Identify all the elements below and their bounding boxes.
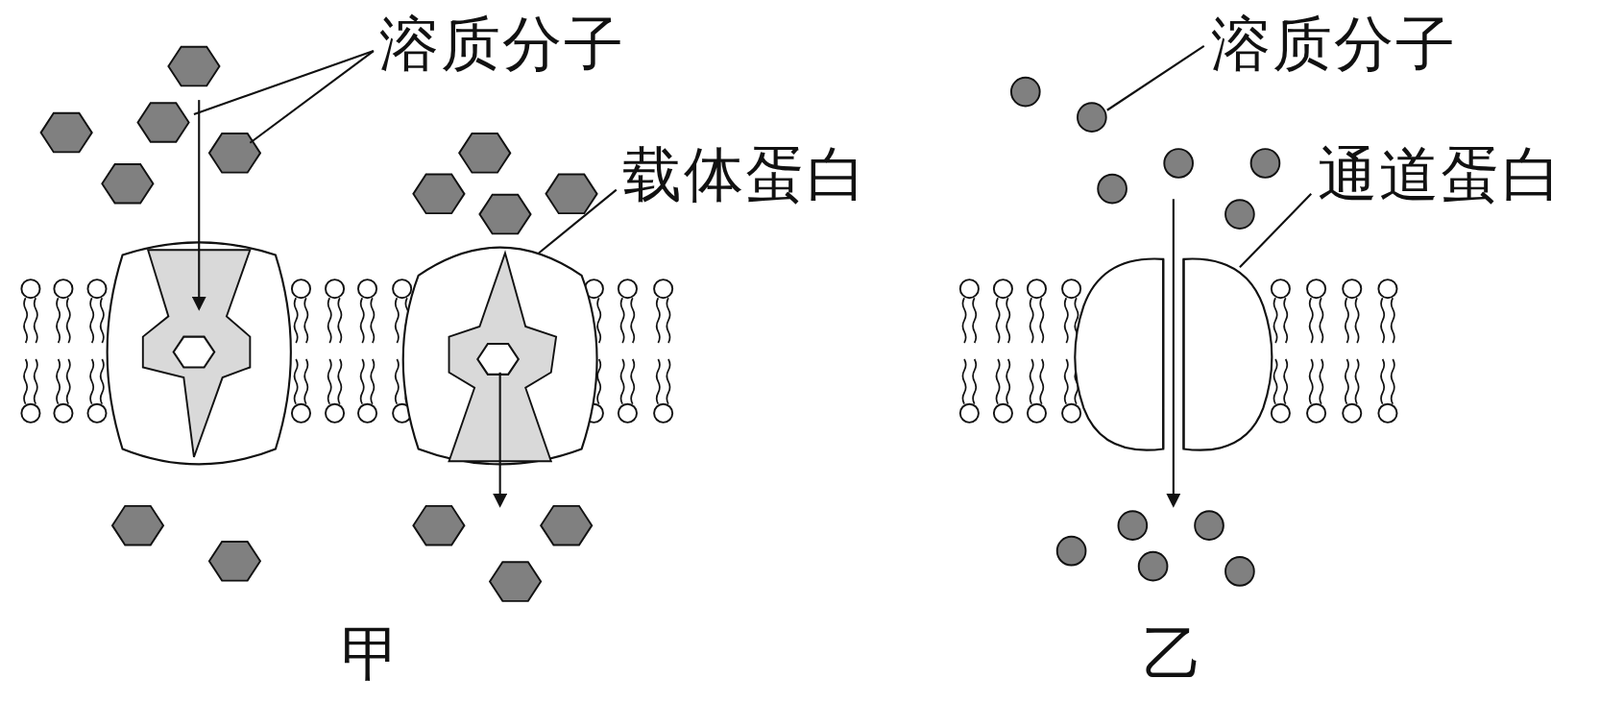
lipid-tail <box>24 359 38 405</box>
transport-arrows <box>198 99 1174 506</box>
lipid-head <box>358 279 377 298</box>
lipid-tail <box>962 297 976 343</box>
lipid-head <box>325 279 344 298</box>
lipid-head <box>1027 279 1046 298</box>
lipid-head <box>654 404 673 423</box>
lipid-head <box>87 279 106 298</box>
lipid-head <box>1378 404 1397 423</box>
lipid-tail <box>962 359 976 405</box>
round-solute <box>1117 510 1147 540</box>
round-solute <box>1011 77 1041 107</box>
lipid-head <box>53 279 73 298</box>
lipid-tail <box>656 359 671 405</box>
panel-label: 甲 <box>340 624 403 684</box>
lipid-head <box>392 279 412 298</box>
lipid-tail <box>56 359 71 405</box>
lipid-head <box>291 404 311 423</box>
lipid-tail <box>90 297 104 343</box>
lipid-tail <box>1273 297 1287 343</box>
lipid-head <box>960 279 979 298</box>
hexagon-solute <box>41 113 93 153</box>
hexagon-solute <box>412 506 464 546</box>
lipid-tail <box>56 297 71 343</box>
lipid-head <box>325 404 344 423</box>
lipid-head <box>21 404 40 423</box>
lipid-head <box>291 279 311 298</box>
hexagon-solute <box>137 102 189 143</box>
lipid-head <box>654 279 673 298</box>
lipid-tail <box>24 297 38 343</box>
leader-lines <box>193 46 1311 268</box>
solute-molecules <box>41 47 1281 602</box>
lipid-head <box>1271 279 1290 298</box>
lipid-tail <box>1381 359 1395 405</box>
lipid-tail <box>1309 359 1324 405</box>
round-solute <box>1057 536 1087 566</box>
round-solute <box>1077 102 1107 132</box>
hexagon-solute <box>479 194 531 235</box>
round-solute <box>1251 148 1281 178</box>
hexagon-solute <box>168 47 219 87</box>
lipid-head <box>87 404 106 423</box>
lipid-tail <box>328 359 342 405</box>
round-solute <box>1194 510 1224 540</box>
hexagon-solute <box>459 133 510 173</box>
lipid-tail <box>1345 297 1359 343</box>
lipid-head <box>1378 279 1397 298</box>
hexagon-solute <box>209 541 261 582</box>
lipid-tail <box>361 297 375 343</box>
lipid-tail <box>1381 297 1395 343</box>
lipid-head <box>618 404 637 423</box>
lipid-tail <box>1309 297 1324 343</box>
solute-label: 溶质分子 <box>379 14 626 74</box>
lipid-tail <box>361 359 375 405</box>
lipid-tail <box>1030 359 1044 405</box>
lipid-head <box>358 404 377 423</box>
lipid-tail <box>1273 359 1287 405</box>
lipid-tail <box>656 297 671 343</box>
hexagon-solute <box>540 506 592 546</box>
solute-label: 溶质分子 <box>1211 14 1457 74</box>
lipid-head <box>993 279 1013 298</box>
hexagon-solute <box>545 174 597 215</box>
lipid-head <box>1271 404 1290 423</box>
hexagon-solute <box>209 133 261 173</box>
lipid-head <box>1307 279 1326 298</box>
round-solute <box>1225 557 1255 586</box>
lipid-tail <box>1345 359 1359 405</box>
round-solute <box>1225 199 1255 229</box>
carrier-label: 载体蛋白 <box>622 145 869 205</box>
lipid-head <box>53 404 73 423</box>
lipid-tail <box>90 359 104 405</box>
lipid-tail <box>621 297 635 343</box>
hexagon-solute <box>101 164 153 204</box>
hexagon-solute <box>412 174 464 215</box>
round-solute <box>1163 148 1193 178</box>
lipid-head <box>1062 279 1081 298</box>
lipid-head <box>1027 404 1046 423</box>
lipid-head <box>21 279 40 298</box>
round-solute <box>1097 174 1127 204</box>
lipid-head <box>618 279 637 298</box>
lipid-head <box>1062 404 1081 423</box>
lipid-tail <box>294 359 309 405</box>
lipid-head <box>960 404 979 423</box>
hexagon-solute <box>489 561 541 602</box>
lipid-tail <box>996 297 1011 343</box>
lipid-tail <box>328 297 342 343</box>
channel-label: 通道蛋白 <box>1317 145 1564 205</box>
lipid-tail <box>621 359 635 405</box>
lipid-tail <box>996 359 1011 405</box>
lipid-tail <box>294 297 309 343</box>
hexagon-solute <box>112 506 164 546</box>
panel-label: 乙 <box>1142 624 1205 684</box>
lipid-tail <box>1030 297 1044 343</box>
lipid-head <box>1342 279 1361 298</box>
lipid-head <box>1342 404 1361 423</box>
lipid-head <box>993 404 1013 423</box>
lipid-head <box>1307 404 1326 423</box>
round-solute <box>1139 552 1168 582</box>
